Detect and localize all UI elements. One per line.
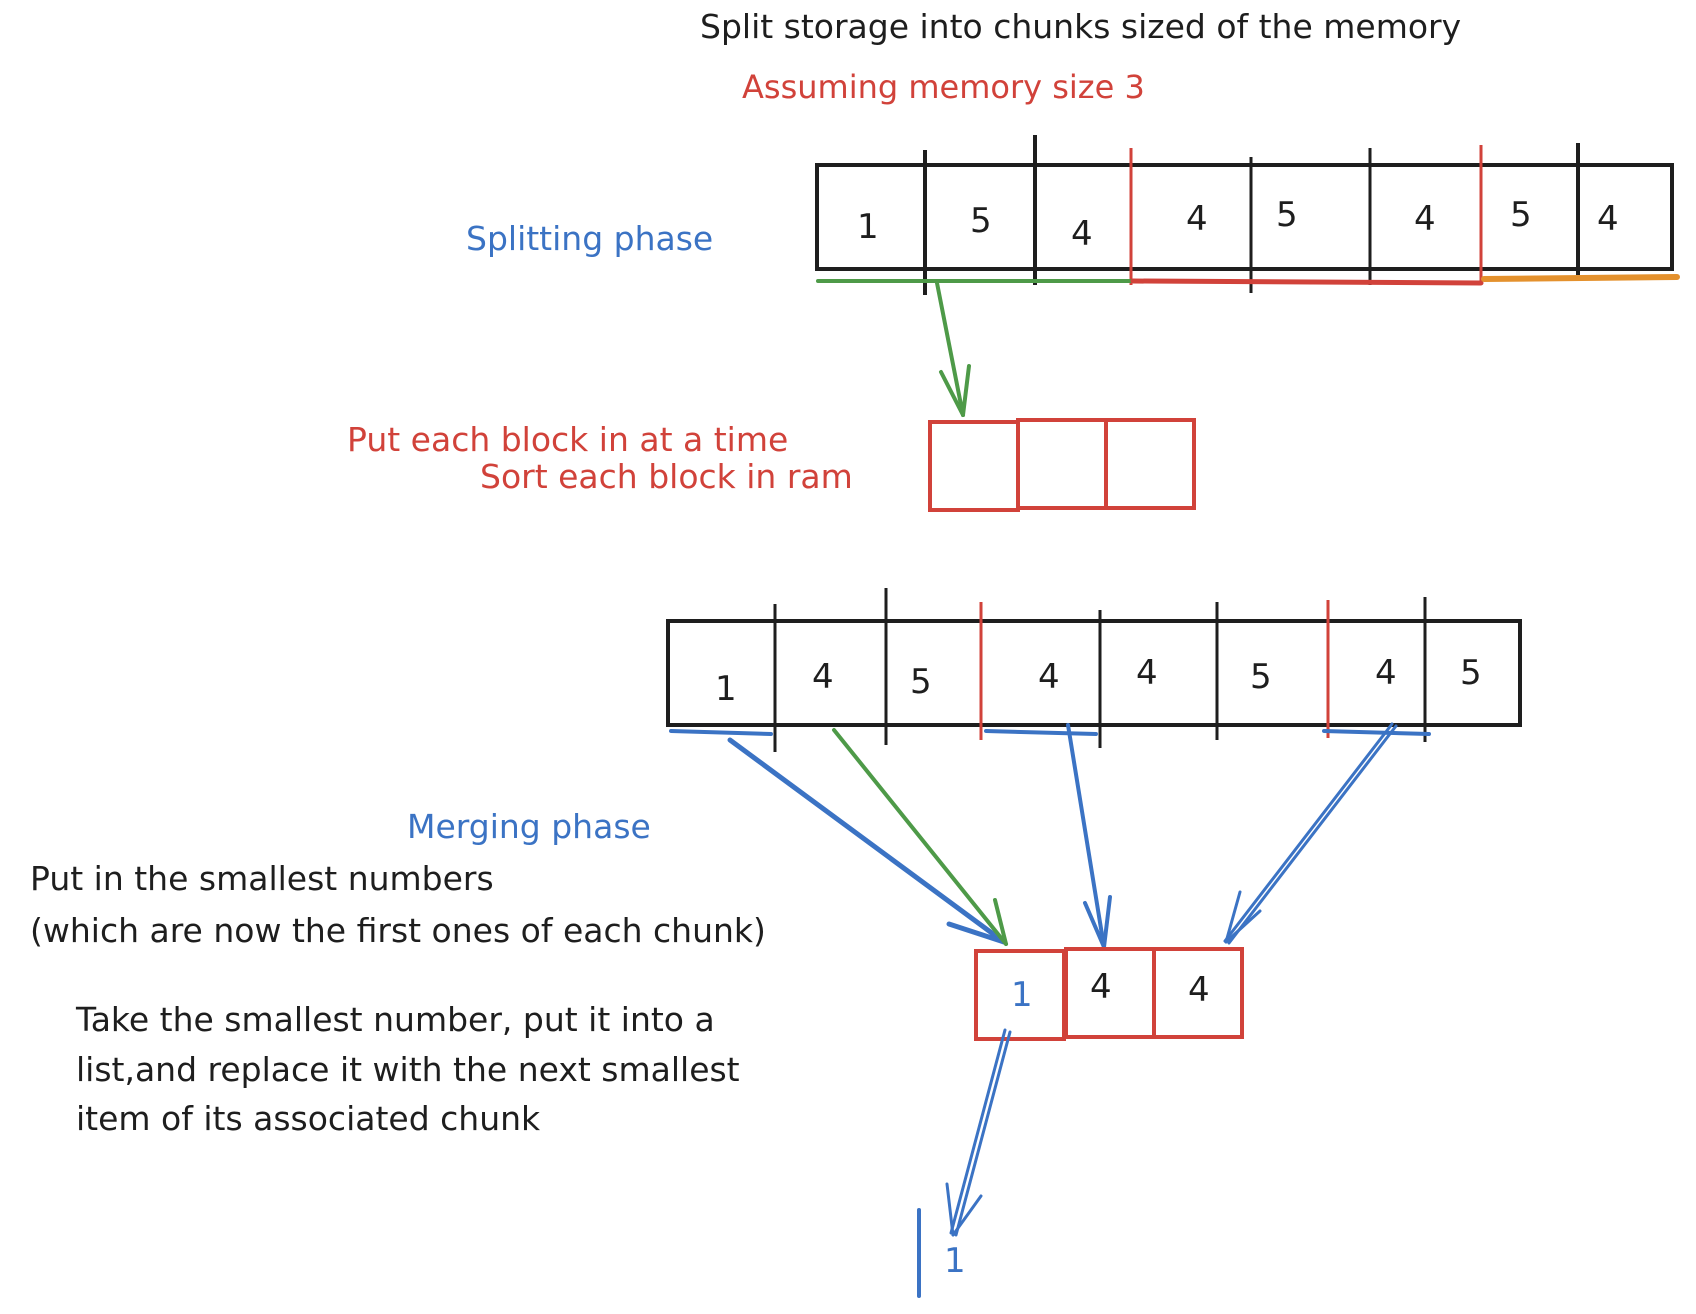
output-list: 1 (917, 1208, 966, 1298)
ram-cell-3: 4 (1188, 970, 1210, 1010)
output-arrow (945, 1028, 1012, 1237)
merge-step-line-2: list,and replace it with the next smalle… (76, 1050, 740, 1089)
sorted-storage-array: 1 4 5 4 4 5 4 5 (666, 588, 1522, 752)
merging-phase-label: Merging phase (407, 807, 651, 846)
merge-instruction-line-2: (which are now the first ones of each ch… (30, 911, 766, 950)
sorted-cell-value: 1 (715, 669, 737, 709)
output-item-1: 1 (944, 1241, 966, 1281)
chunk-underline-3 (1481, 274, 1680, 282)
storage-cell-value: 5 (970, 201, 992, 241)
merge-step-line-1: Take the smallest number, put it into a (75, 1000, 715, 1039)
merge-ram-buffer: 1 4 4 (974, 947, 1244, 1041)
merge-instruction-line-1: Put in the smallest numbers (30, 859, 494, 898)
chunk-underline-2 (1130, 278, 1484, 286)
storage-array: 1 5 4 4 5 4 5 4 (815, 135, 1680, 295)
ram-cell-1: 1 (1011, 975, 1033, 1015)
load-arrow (935, 281, 971, 417)
merge-step-line-3: item of its associated chunk (76, 1099, 541, 1138)
sorted-cell-value: 4 (1136, 653, 1158, 693)
sorted-cell-value: 4 (812, 657, 834, 697)
merge-arrow-chunk-2 (1066, 723, 1112, 949)
splitting-phase-label: Splitting phase (466, 219, 713, 258)
merge-arrow-secondary (832, 728, 1008, 946)
storage-cell-value: 4 (1186, 199, 1208, 239)
sorted-cell-value: 5 (1250, 657, 1272, 697)
storage-cell-value: 5 (1276, 195, 1298, 235)
diagram-title: Split storage into chunks sized of the m… (700, 7, 1461, 46)
memory-size-note: Assuming memory size 3 (742, 68, 1145, 106)
ram-caption-line-1: Put each block in at a time (347, 420, 788, 459)
storage-cell-value: 4 (1414, 199, 1436, 239)
ram-buffer-empty (928, 418, 1196, 512)
merge-arrow-chunk-1 (727, 737, 1007, 945)
ram-caption-line-2: Sort each block in ram (480, 457, 853, 496)
merge-arrow-chunk-3 (1223, 722, 1398, 945)
storage-cell-value: 5 (1510, 195, 1532, 235)
storage-cell-value: 1 (857, 207, 879, 247)
storage-cell-value: 4 (1597, 199, 1619, 239)
ram-cell-2: 4 (1090, 967, 1112, 1007)
sorted-cell-value: 5 (910, 662, 932, 702)
sorted-cell-value: 5 (1460, 653, 1482, 693)
sorted-cell-value: 4 (1375, 653, 1397, 693)
storage-cell-value: 4 (1071, 214, 1093, 254)
sorted-cell-value: 4 (1038, 657, 1060, 697)
